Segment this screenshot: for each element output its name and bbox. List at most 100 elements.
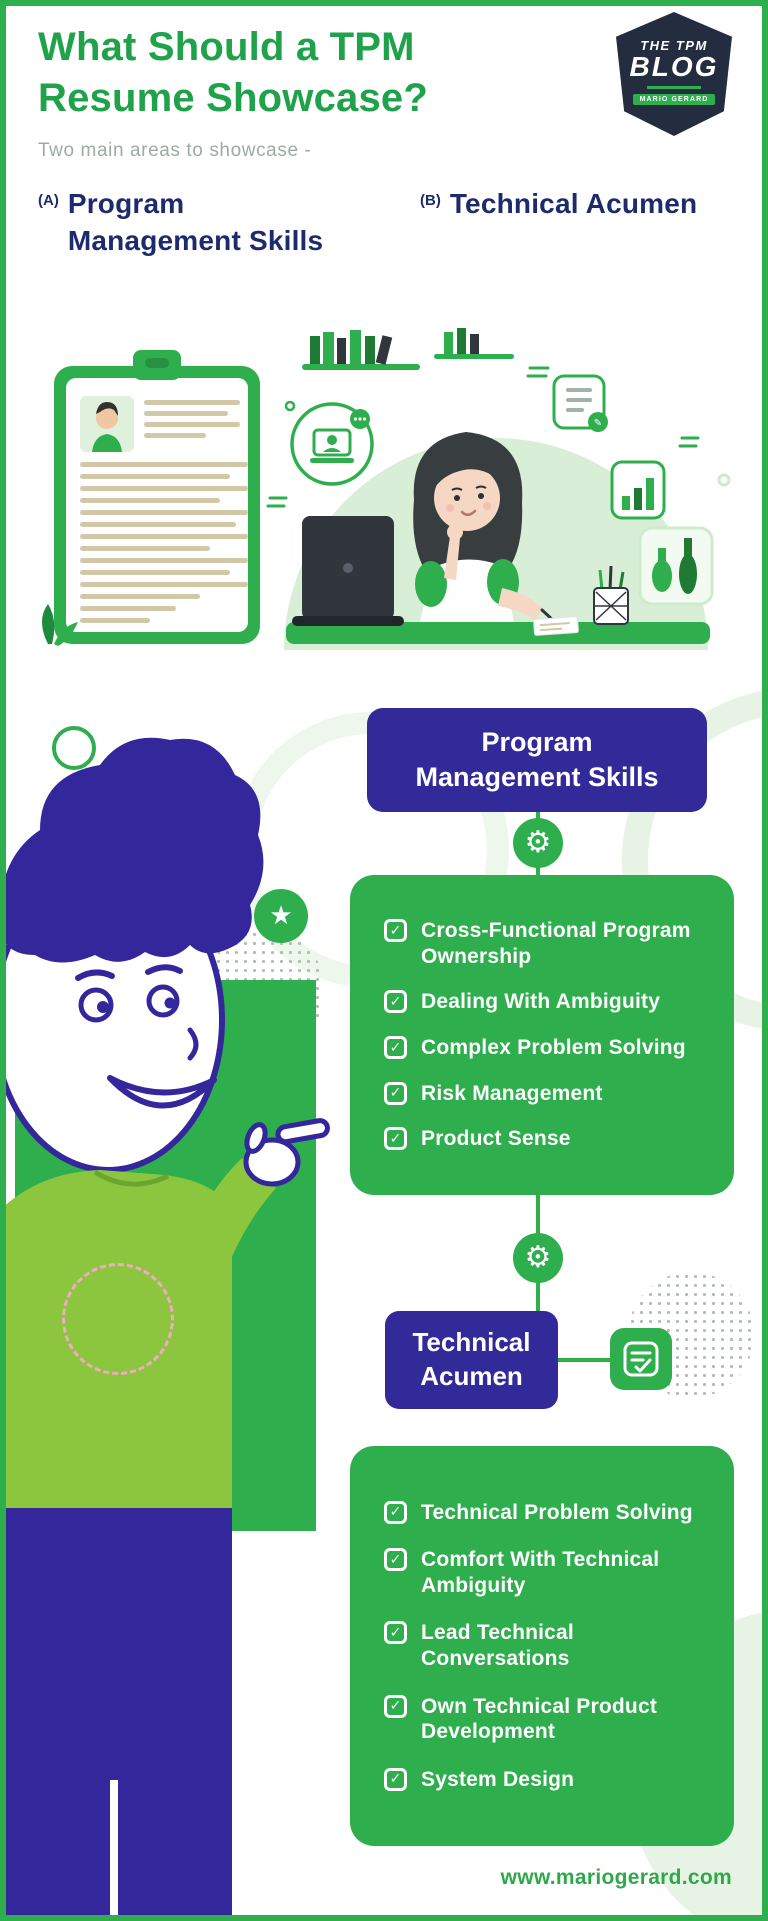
area-a: (A) Program Management Skills <box>38 186 420 260</box>
page-title-line1: What Should a TPM <box>38 25 415 69</box>
checklist-item: ✓ Product Sense <box>384 1126 708 1152</box>
section-title-program-management: Program Management Skills <box>367 708 707 812</box>
dot-decoration <box>717 473 731 487</box>
area-b-label: Technical Acumen <box>449 188 698 219</box>
tpm-blog-logo: THE TPM BLOG MARIO GERARD <box>616 12 732 136</box>
section-title-technical-acumen: Technical Acumen <box>385 1311 558 1409</box>
checklist-item: ✓ Comfort With Technical Ambiguity <box>384 1547 708 1598</box>
page-title: What Should a TPM Resume Showcase? <box>38 22 428 124</box>
pointing-man-illustration <box>0 737 330 1920</box>
checklist-program-management: ✓ Cross-Functional Program Ownership ✓ D… <box>350 875 734 1195</box>
section2-title-line1: Technical <box>412 1327 531 1358</box>
check-glyph: ✓ <box>389 1771 402 1788</box>
website-url[interactable]: www.mariogerard.com <box>500 1866 732 1889</box>
desk <box>286 622 710 644</box>
logo-byline: MARIO GERARD <box>632 94 716 105</box>
checklist-item-label: Complex Problem Solving <box>421 1036 686 1059</box>
checklist-item: ✓ Dealing With Ambiguity <box>384 989 708 1015</box>
ring-decoration <box>52 726 96 770</box>
checklist-item: ✓ Own Technical Product Development <box>384 1694 708 1745</box>
logo-divider <box>647 86 701 89</box>
checklist-document-icon <box>610 1328 672 1390</box>
section2-title-line2: Acumen <box>420 1361 523 1391</box>
pencil-cup <box>593 565 629 625</box>
logo-main-text: BLOG <box>629 51 719 82</box>
laptop <box>292 516 404 626</box>
checklist-document-glyph <box>623 1341 659 1377</box>
hash-decorations <box>266 366 700 508</box>
check-glyph: ✓ <box>389 1504 402 1521</box>
hero-illustration: ✎ <box>42 328 731 650</box>
checkbox-icon: ✓ <box>384 1694 407 1718</box>
checklist-item: ✓ Risk Management <box>384 1081 708 1107</box>
check-glyph: ✓ <box>389 922 402 939</box>
pencil-icon: ✎ <box>594 418 602 429</box>
area-a-line1: Program <box>67 188 185 219</box>
checkbox-icon: ✓ <box>384 1081 407 1105</box>
check-glyph: ✓ <box>389 1130 402 1147</box>
check-glyph: ✓ <box>389 1085 402 1102</box>
gear-icon: ⚙ <box>513 818 563 868</box>
document-icon: ✎ <box>552 374 608 432</box>
area-b: (B) Technical Acumen <box>420 186 697 260</box>
checklist-item-label: Risk Management <box>421 1081 603 1105</box>
section1-title-line1: Program <box>481 726 593 757</box>
section1-title-line2: Management Skills <box>415 762 659 792</box>
vases-icon <box>638 526 714 606</box>
checklist-item: ✓ System Design <box>384 1767 708 1793</box>
checklist-item-label: Dealing With Ambiguity <box>421 990 661 1014</box>
check-glyph: ✓ <box>389 993 402 1010</box>
check-glyph: ✓ <box>389 1698 402 1715</box>
area-a-prefix: (A) <box>38 192 59 209</box>
resume-clipboard-illustration <box>42 350 260 646</box>
check-glyph: ✓ <box>389 1551 402 1568</box>
checklist-item: ✓ Complex Problem Solving <box>384 1035 708 1061</box>
checklist-item: ✓ Lead Technical Conversations <box>384 1620 708 1671</box>
checkbox-icon: ✓ <box>384 990 407 1014</box>
checklist-item-label: Comfort With Technical Ambiguity <box>421 1548 660 1597</box>
connector-line <box>536 806 540 820</box>
connector-line <box>536 1280 540 1314</box>
showcase-areas: (A) Program Management Skills (B) Techni… <box>38 186 740 260</box>
logo-top-text: THE TPM <box>640 38 708 53</box>
page-title-line2: Resume Showcase? <box>38 76 429 121</box>
connector-line <box>556 1358 614 1362</box>
resume-photo <box>80 396 134 452</box>
checkbox-icon: ✓ <box>384 1621 407 1645</box>
area-a-label: Program Management Skills <box>68 186 323 260</box>
check-glyph: ✓ <box>389 1039 402 1056</box>
checkbox-icon: ✓ <box>384 1767 407 1791</box>
plant-decoration <box>42 604 78 646</box>
area-b-prefix: (B) <box>420 192 441 209</box>
checklist-item: ✓ Technical Problem Solving <box>384 1500 708 1526</box>
checklist-item-label: Own Technical Product Development <box>421 1694 658 1744</box>
star-icon: ★ <box>254 889 308 943</box>
checkbox-icon: ✓ <box>384 1127 407 1151</box>
checklist-item: ✓ Cross-Functional Program Ownership <box>384 918 708 969</box>
checkbox-icon: ✓ <box>384 1036 407 1059</box>
gear-glyph: ⚙ <box>524 825 552 860</box>
checklist-item-label: Technical Problem Solving <box>421 1500 693 1524</box>
gear-icon: ⚙ <box>513 1233 563 1283</box>
connector-line <box>536 1193 540 1237</box>
star-glyph: ★ <box>269 901 293 931</box>
connector-line <box>536 863 540 879</box>
bar-chart-icon <box>610 460 666 520</box>
curly-hair <box>0 737 264 963</box>
gear-glyph: ⚙ <box>524 1240 552 1275</box>
check-glyph: ✓ <box>389 1624 402 1641</box>
checkbox-icon: ✓ <box>384 1548 407 1572</box>
subtitle: Two main areas to showcase - <box>38 140 312 161</box>
arm <box>170 1158 276 1298</box>
dot-decoration <box>284 400 296 412</box>
checklist-item-label: Cross-Functional Program Ownership <box>421 919 691 968</box>
checklist-item-label: System Design <box>421 1767 575 1791</box>
checklist-item-label: Lead Technical Conversations <box>421 1621 574 1670</box>
checkbox-icon: ✓ <box>384 919 407 943</box>
dashed-circle-decoration <box>62 1263 174 1375</box>
video-call-icon <box>290 402 374 486</box>
woman-working-illustration <box>413 432 579 636</box>
bookshelf-icon <box>302 328 514 370</box>
checklist-technical-acumen: ✓ Technical Problem Solving ✓ Comfort Wi… <box>350 1446 734 1846</box>
